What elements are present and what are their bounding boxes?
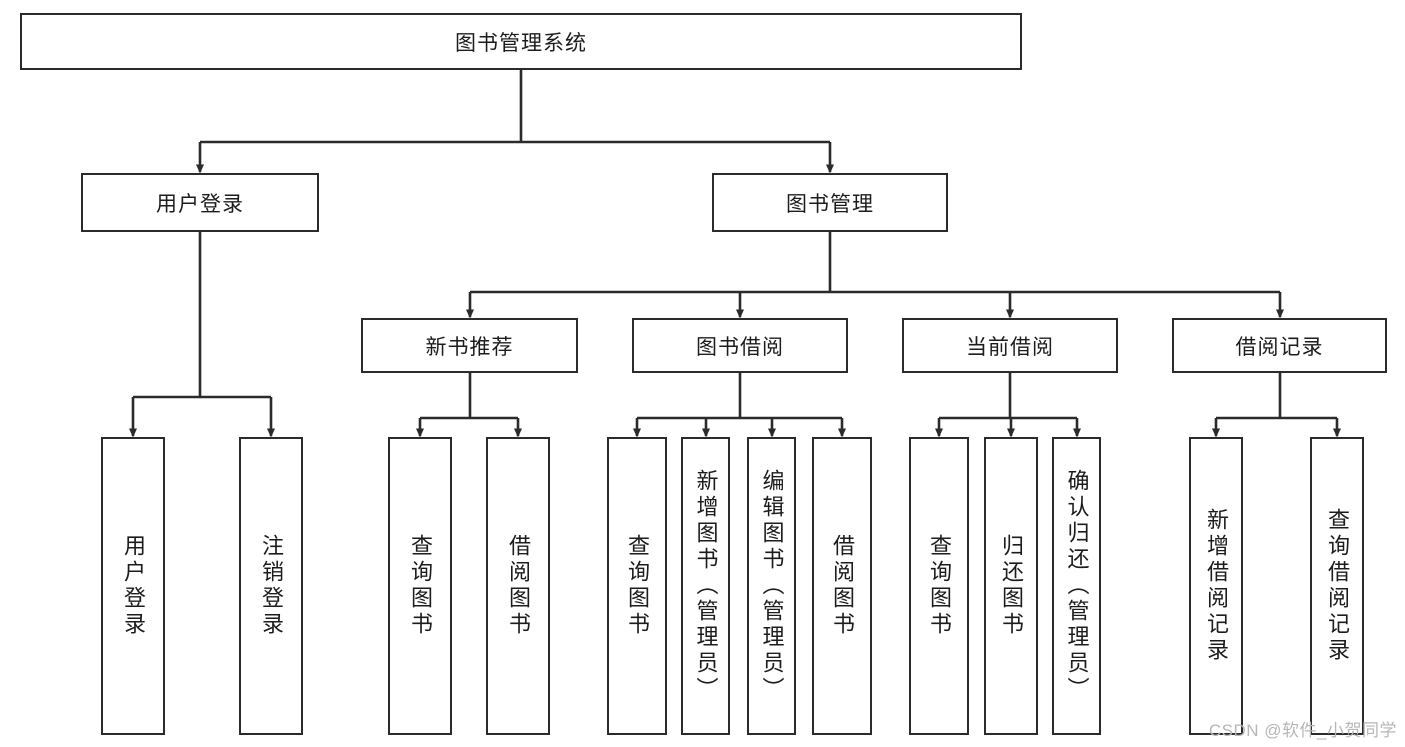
node-current-borrow[interactable]: 当前借阅 [902,318,1118,373]
watermark-text: CSDN @软件_小贺同学 [1208,721,1397,740]
node-label: 编辑图书（管理员） [759,469,785,703]
node-label: 图书管理系统 [455,31,587,55]
node-leaf-query-book-2[interactable]: 查询图书 [607,437,667,735]
node-leaf-add-record[interactable]: 新增借阅记录 [1189,437,1243,735]
node-borrow-record[interactable]: 借阅记录 [1172,318,1387,373]
node-label: 用户登录 [121,534,146,638]
node-leaf-logout[interactable]: 注销登录 [239,437,303,735]
node-leaf-edit-book[interactable]: 编辑图书（管理员） [747,437,796,735]
node-label: 确认归还（管理员） [1064,469,1090,703]
node-root[interactable]: 图书管理系统 [20,13,1022,70]
node-label: 借阅图书 [506,534,531,638]
node-label: 借阅图书 [830,534,855,638]
node-label: 新增图书（管理员） [693,469,719,703]
node-book-borrow[interactable]: 图书借阅 [632,318,848,373]
node-label: 用户登录 [156,192,244,216]
node-leaf-query-record[interactable]: 查询借阅记录 [1310,437,1364,735]
node-leaf-user-login[interactable]: 用户登录 [101,437,165,735]
node-label: 注销登录 [259,534,284,638]
node-leaf-confirm-return[interactable]: 确认归还（管理员） [1052,437,1101,735]
node-leaf-return-book[interactable]: 归还图书 [984,437,1038,735]
node-label: 查询图书 [408,534,433,638]
node-label: 查询借阅记录 [1325,508,1350,664]
node-label: 图书借阅 [696,335,784,359]
node-new-book-rec[interactable]: 新书推荐 [361,318,578,373]
node-label: 借阅记录 [1235,335,1324,359]
node-leaf-query-book-3[interactable]: 查询图书 [909,437,969,735]
node-label: 查询图书 [625,534,650,638]
node-label: 新增借阅记录 [1204,508,1229,664]
node-label: 查询图书 [927,534,952,638]
node-leaf-add-book[interactable]: 新增图书（管理员） [681,437,730,735]
node-label: 归还图书 [999,534,1024,638]
node-label: 图书管理 [786,192,874,216]
node-label: 当前借阅 [966,335,1054,359]
node-label: 新书推荐 [425,335,514,359]
node-leaf-query-book-1[interactable]: 查询图书 [388,437,452,735]
node-user-login[interactable]: 用户登录 [81,173,319,232]
node-leaf-borrow-book-2[interactable]: 借阅图书 [812,437,872,735]
node-book-manage[interactable]: 图书管理 [712,173,948,232]
node-leaf-borrow-book-1[interactable]: 借阅图书 [486,437,550,735]
